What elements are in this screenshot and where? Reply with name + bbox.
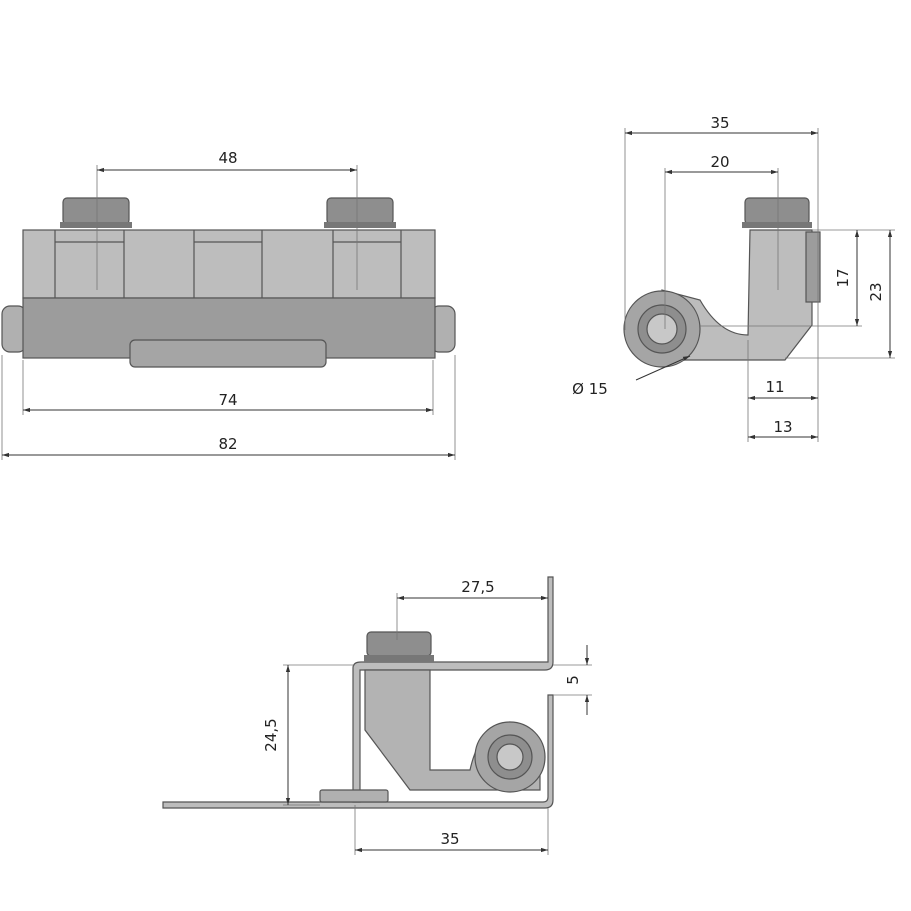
roller xyxy=(474,721,546,793)
roller xyxy=(623,290,701,368)
dim-overall-length: 82 xyxy=(218,435,237,453)
hinge-body-upper xyxy=(22,229,436,299)
screw-head xyxy=(364,631,434,662)
side-view: 35 20 17 23 11 13 Ø 15 xyxy=(572,114,895,442)
screw-head xyxy=(742,197,812,228)
dim-width: 35 xyxy=(710,114,729,132)
dim-depth-inner: 11 xyxy=(765,378,784,396)
dim-installed-width: 35 xyxy=(440,830,459,848)
bottom-tab xyxy=(129,339,327,368)
installed-view: 27,5 24,5 5 35 xyxy=(162,576,592,855)
dim-pivot-offset: 20 xyxy=(710,153,729,171)
dim-height: 23 xyxy=(867,282,885,301)
dim-installed-height: 24,5 xyxy=(262,718,280,751)
dim-height-inner: 17 xyxy=(834,268,852,287)
front-view: 48 74 82 xyxy=(1,149,456,460)
screw-head-right xyxy=(324,197,396,228)
dim-roller-diameter: Ø 15 xyxy=(572,380,608,398)
dim-body-length: 74 xyxy=(218,391,237,409)
dim-gap: 5 xyxy=(564,675,582,685)
screw-head-left xyxy=(60,197,132,228)
dim-depth: 13 xyxy=(773,418,792,436)
dim-screw-offset: 27,5 xyxy=(461,578,494,596)
dim-screw-spacing: 48 xyxy=(218,149,237,167)
